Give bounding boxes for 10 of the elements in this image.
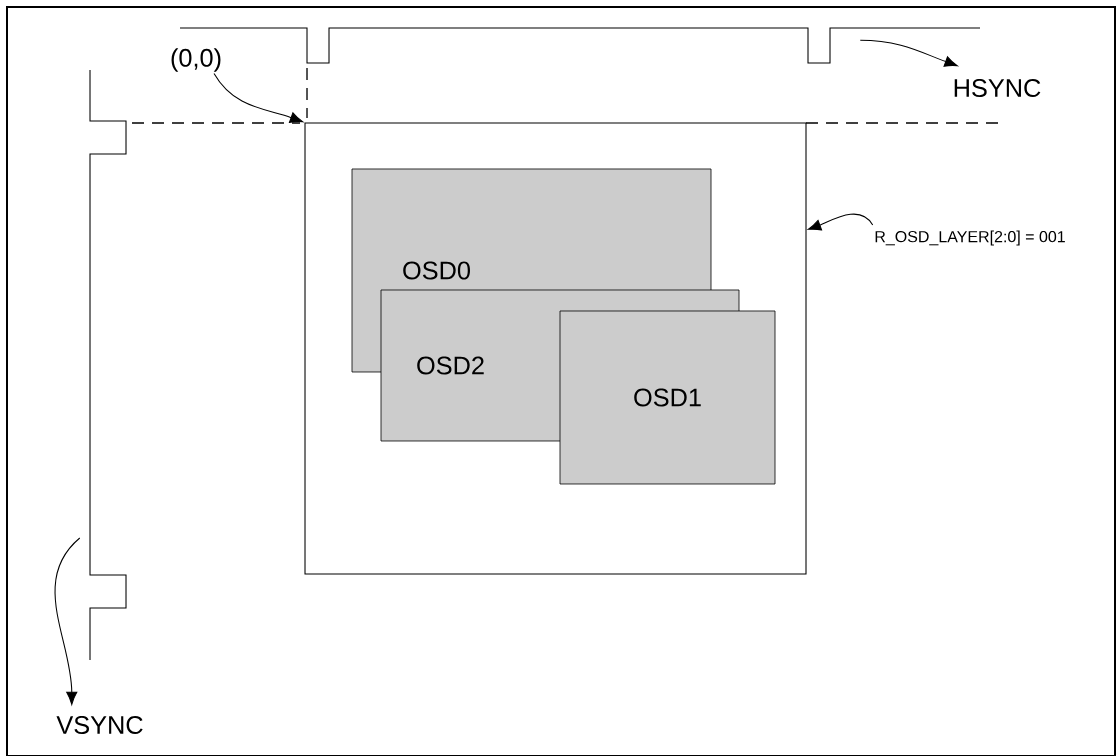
sync-waveform-drawing: [89, 69, 127, 661]
origin-label: (0,0): [171, 48, 221, 72]
signal-label: HSYNC: [954, 79, 1041, 97]
arrow: [859, 39, 958, 67]
signal-label: VSYNC: [56, 716, 143, 734]
arrow: [54, 537, 81, 705]
arrow: [213, 72, 304, 123]
arrow: [807, 213, 874, 231]
osd-window: OSD1: [559, 310, 776, 485]
register-label: R_OSD_LAYER[2:0] = 001: [875, 230, 1065, 246]
